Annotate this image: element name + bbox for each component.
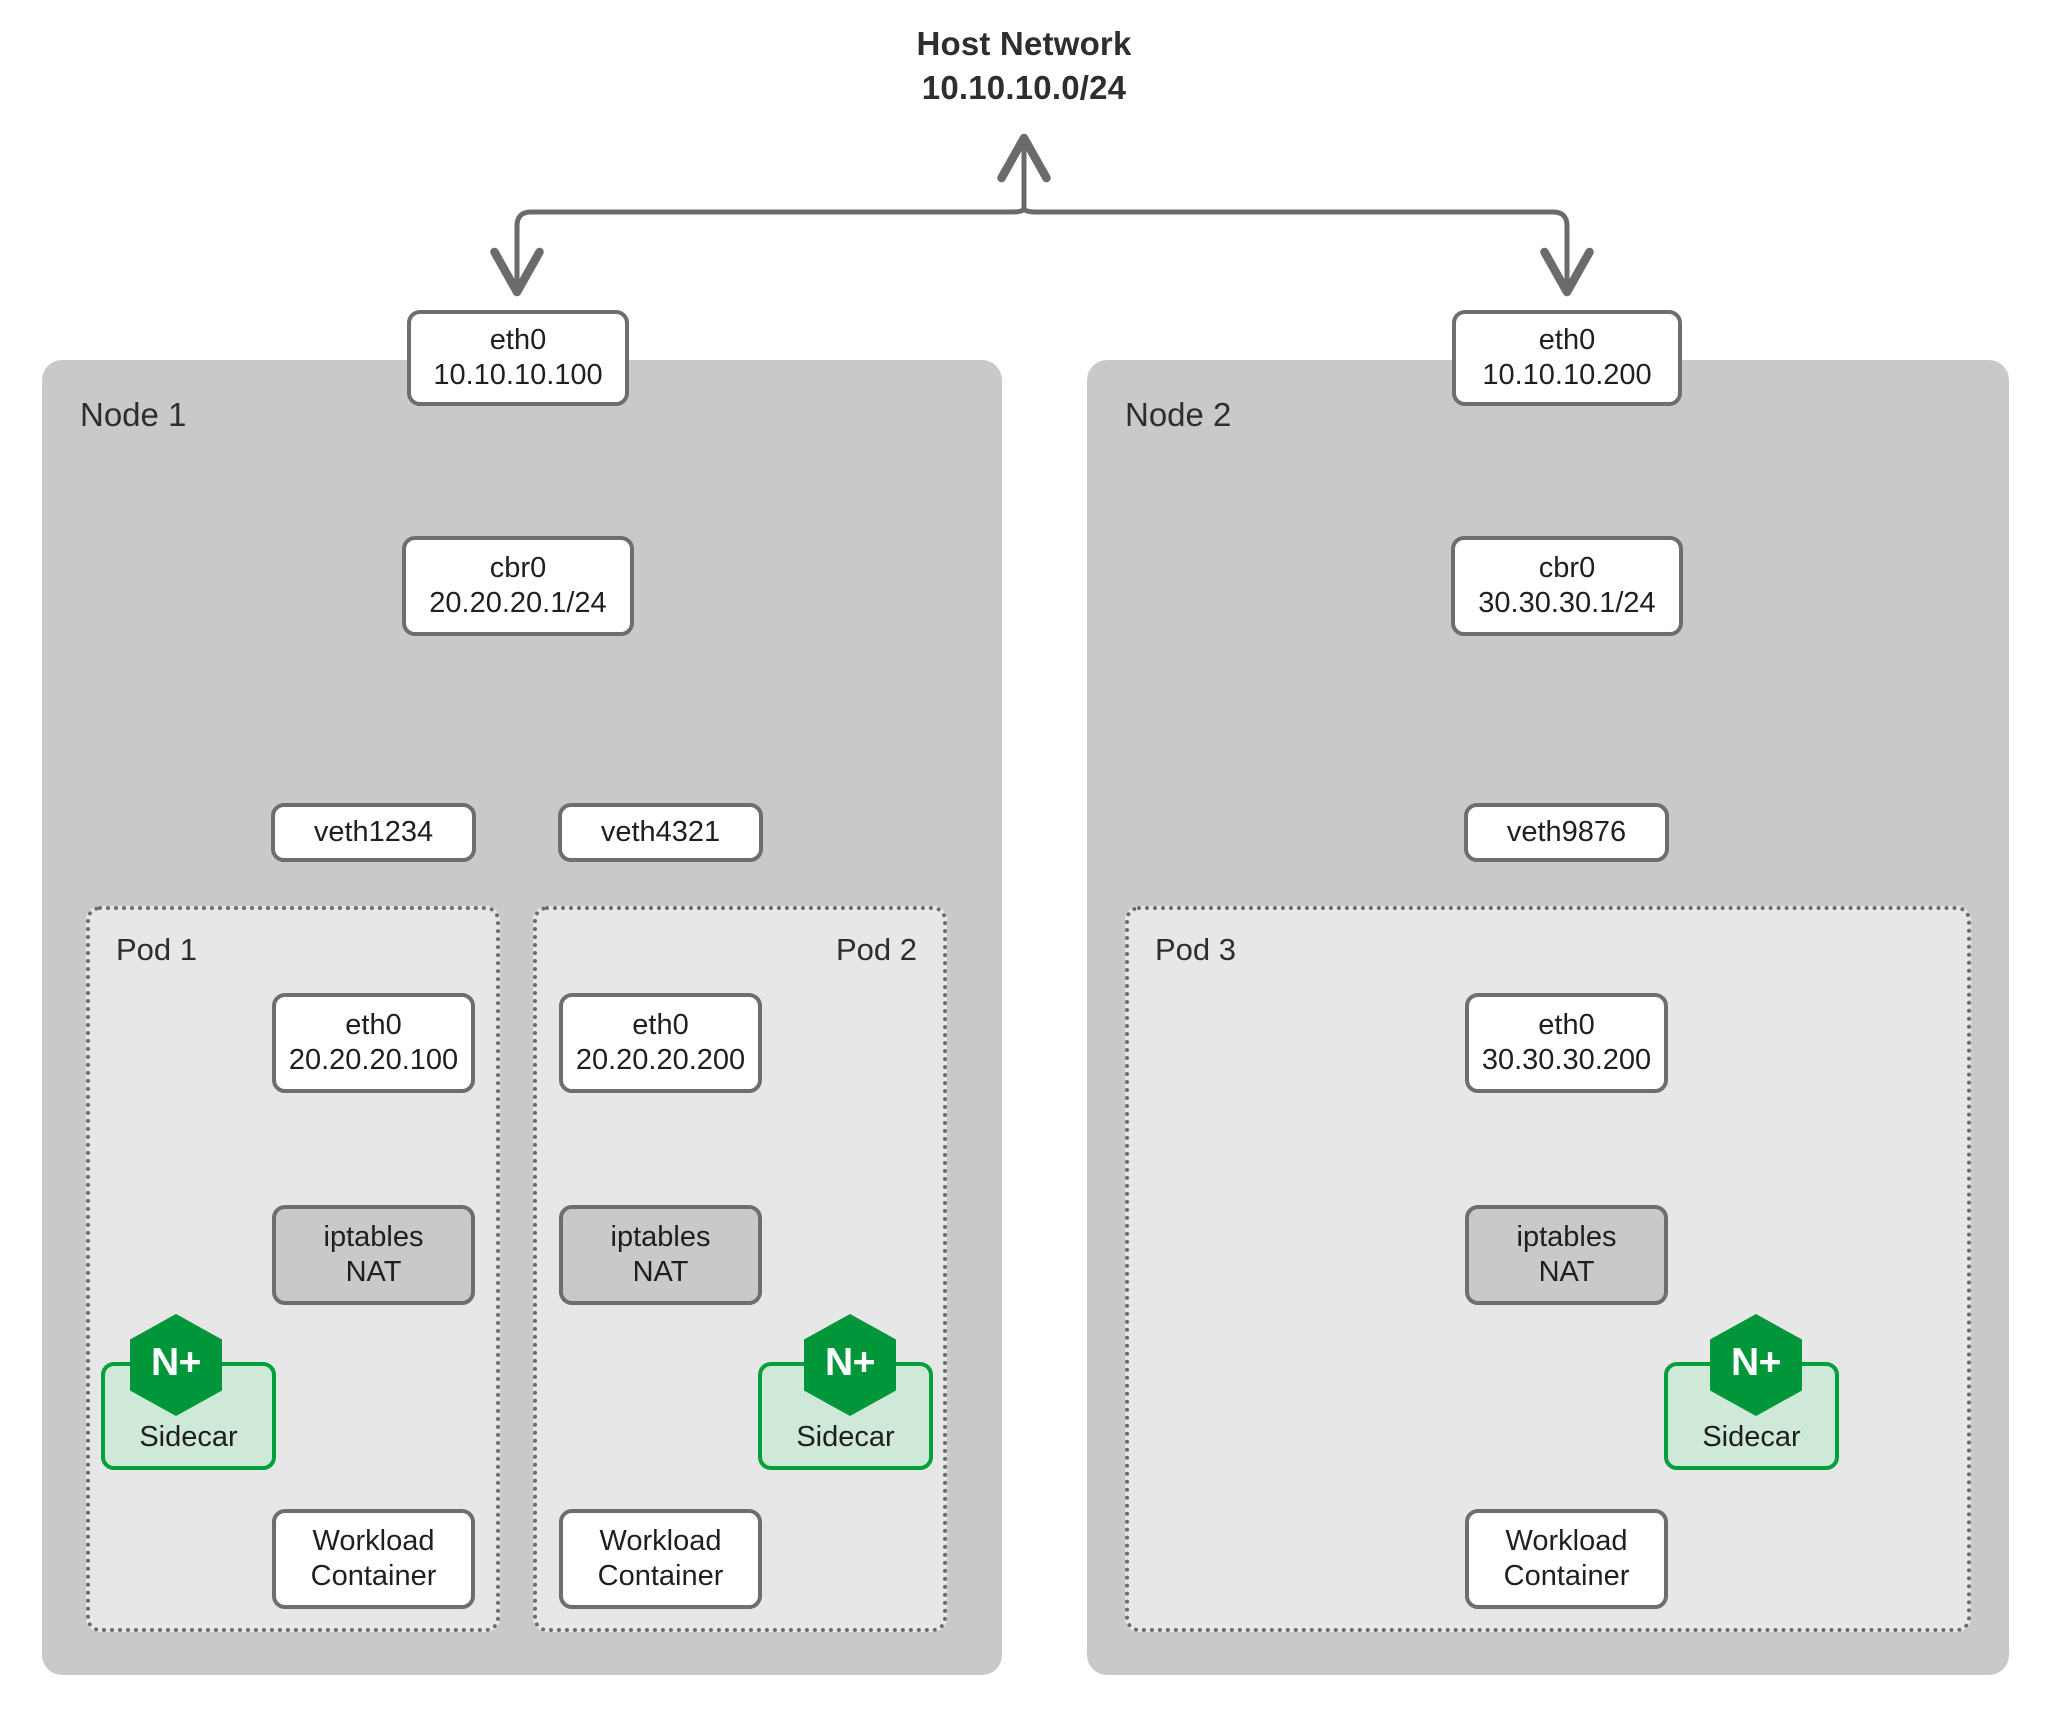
pod-1-sidecar-badge: N+: [151, 1340, 201, 1384]
pod-2-nat-line2: NAT: [632, 1256, 689, 1288]
pod-3-workload-line2: Container: [1503, 1560, 1630, 1592]
pod-2-sidecar-label: Sidecar: [796, 1421, 895, 1453]
pod-1-sidecar-label: Sidecar: [139, 1421, 238, 1453]
pod-1-workload-line2: Container: [310, 1560, 437, 1592]
pod-1-label: Pod 1: [116, 932, 198, 967]
pod-2-eth0-name: eth0: [632, 1009, 689, 1042]
pod-3-workload-line1: Workload: [1505, 1525, 1628, 1558]
node-1-cbr0-addr: 20.20.20.1/24: [429, 587, 607, 619]
pod-3-eth0-addr: 30.30.30.200: [1481, 1044, 1652, 1076]
pod-2-label: Pod 2: [835, 932, 917, 967]
pod-3-iptables-nat-box[interactable]: iptables NAT: [1465, 1205, 1668, 1305]
node-2-veth9876-box[interactable]: veth9876: [1464, 803, 1669, 862]
pod-2-sidecar-badge: N+: [825, 1340, 875, 1384]
node-2-eth0-name: eth0: [1538, 324, 1596, 357]
node-2-veth9876-label: veth9876: [1506, 816, 1627, 849]
node-1-veth1234-box[interactable]: veth1234: [271, 803, 476, 862]
node-1-label: Node 1: [80, 396, 187, 433]
pod-3-workload-container-box[interactable]: Workload Container: [1465, 1509, 1668, 1609]
pod-1-iptables-nat-box[interactable]: iptables NAT: [272, 1205, 475, 1305]
pod-2-workload-line2: Container: [597, 1560, 724, 1592]
pod-3-label: Pod 3: [1155, 932, 1237, 967]
pod-2-workload-line1: Workload: [599, 1525, 722, 1558]
pod-2-sidecar-box[interactable]: N+ Sidecar: [758, 1314, 933, 1470]
pod-3-sidecar-box[interactable]: N+ Sidecar: [1664, 1314, 1839, 1470]
node-1-veth1234-label: veth1234: [313, 816, 434, 849]
nginx-plus-icon: N+: [1710, 1314, 1802, 1416]
node-2-cbr0-name: cbr0: [1538, 552, 1596, 585]
node-1-veth4321-label: veth4321: [600, 816, 721, 849]
pod-1-eth0-box[interactable]: eth0 20.20.20.100: [272, 993, 475, 1093]
node-1-eth0-name: eth0: [489, 324, 547, 357]
pod-2-iptables-nat-box[interactable]: iptables NAT: [559, 1205, 762, 1305]
node-2-label: Node 2: [1125, 396, 1232, 433]
pod-2-eth0-addr: 20.20.20.200: [575, 1044, 746, 1076]
pod-3-nat-line2: NAT: [1538, 1256, 1595, 1288]
pod-2-eth0-box[interactable]: eth0 20.20.20.200: [559, 993, 762, 1093]
pod-1-workload-container-box[interactable]: Workload Container: [272, 1509, 475, 1609]
node-1-cbr0-box[interactable]: cbr0 20.20.20.1/24: [402, 536, 634, 636]
pod-1-eth0-name: eth0: [345, 1009, 402, 1042]
host-network-cidr: 10.10.10.0/24: [921, 68, 1127, 106]
host-network-name: Host Network: [916, 25, 1132, 62]
node-1-veth4321-box[interactable]: veth4321: [558, 803, 763, 862]
pod-3-eth0-box[interactable]: eth0 30.30.30.200: [1465, 993, 1668, 1093]
node-2-cbr0-addr: 30.30.30.1/24: [1478, 587, 1656, 619]
pod-1-nat-line1: iptables: [323, 1221, 424, 1254]
host-network-title: Host Network 10.10.10.0/24: [0, 22, 2048, 110]
node-1-cbr0-name: cbr0: [489, 552, 547, 585]
node-2-eth0-box[interactable]: eth0 10.10.10.200: [1452, 310, 1682, 406]
node-1-eth0-box[interactable]: eth0 10.10.10.100: [407, 310, 629, 406]
pod-3-sidecar-badge: N+: [1731, 1340, 1781, 1384]
pod-1-nat-line2: NAT: [345, 1256, 402, 1288]
pod-2-nat-line1: iptables: [610, 1221, 711, 1254]
pod-1-sidecar-box[interactable]: N+ Sidecar: [101, 1314, 276, 1470]
pod-3-sidecar-label: Sidecar: [1702, 1421, 1801, 1453]
node-2-eth0-addr: 10.10.10.200: [1482, 359, 1652, 391]
pod-3-nat-line1: iptables: [1516, 1221, 1617, 1254]
pod-1-workload-line1: Workload: [312, 1525, 435, 1558]
pod-1-eth0-addr: 20.20.20.100: [288, 1044, 459, 1076]
node-1-eth0-addr: 10.10.10.100: [433, 359, 603, 391]
pod-2-workload-container-box[interactable]: Workload Container: [559, 1509, 762, 1609]
pod-3-eth0-name: eth0: [1538, 1009, 1595, 1042]
node-2-cbr0-box[interactable]: cbr0 30.30.30.1/24: [1451, 536, 1683, 636]
